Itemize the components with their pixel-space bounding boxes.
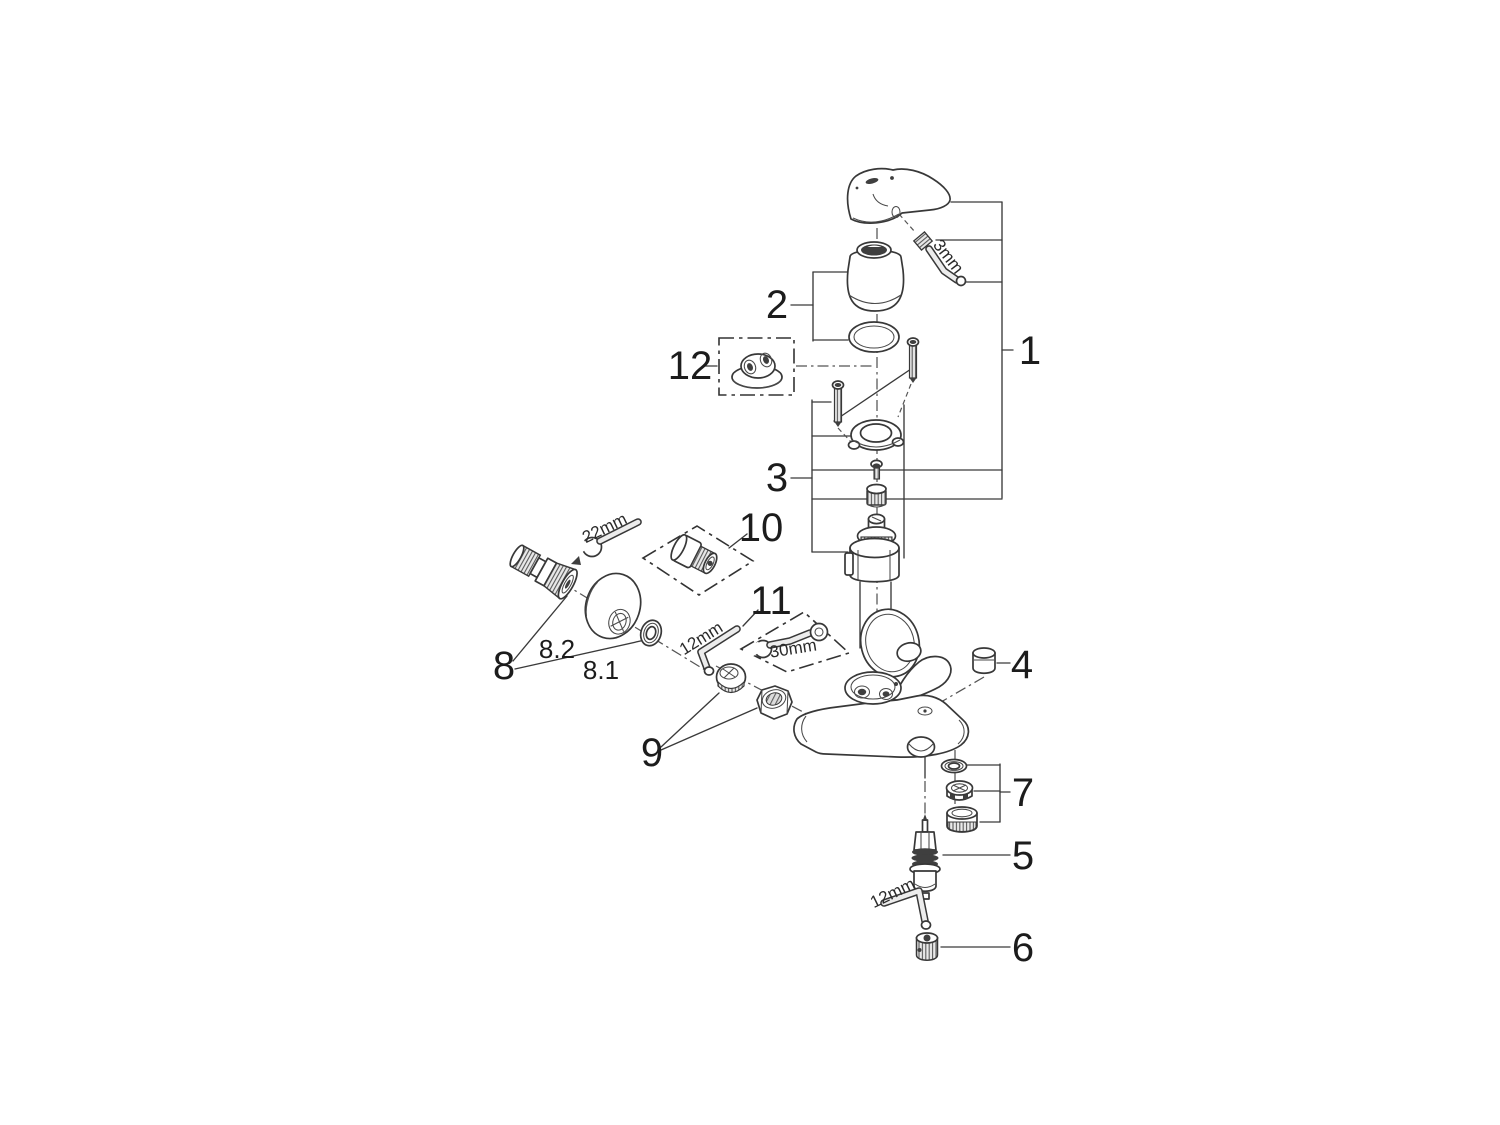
part-7-shell: [946, 806, 978, 833]
callout-8: 8: [493, 644, 515, 688]
tool-labels: 3mm 22mm 12mm 30mm 12mm: [579, 236, 967, 912]
part-9-nut: [756, 685, 793, 720]
mounting-screw-right: [906, 337, 920, 383]
callout-6: 6: [1012, 926, 1034, 970]
part-collar-ring: [847, 419, 905, 451]
part-11-box: [739, 611, 851, 673]
callout-4: 4: [1011, 643, 1033, 687]
callout-2: 2: [766, 283, 788, 327]
callout-8-2: 8.2: [539, 634, 575, 664]
part-9-insert: [715, 663, 747, 694]
part-8-2-escutcheon: [584, 572, 642, 640]
allen-key-12mm-upper: [697, 625, 741, 676]
callout-9: 9: [641, 731, 663, 775]
part-dome-cap: [846, 241, 905, 312]
part-cartridge: [844, 513, 900, 583]
part-7-aerator-insert: [945, 780, 974, 801]
wrench-22mm: [566, 518, 642, 565]
callout-10: 10: [739, 506, 784, 550]
part-5-diverter: [909, 814, 941, 900]
part-12-box: [718, 337, 795, 396]
callout-7: 7: [1012, 771, 1034, 815]
callout-11: 11: [750, 579, 792, 623]
faucet-body: [793, 655, 970, 758]
label-30mm: 30mm: [768, 635, 818, 661]
wall-flange: [859, 608, 922, 678]
part-8-2-union: [509, 544, 578, 600]
callout-12: 12: [668, 344, 713, 388]
callout-3: 3: [766, 456, 788, 500]
part-7-washer: [940, 758, 968, 774]
part-lever-handle: [846, 167, 951, 224]
part-6-plug: [915, 932, 939, 961]
mounting-screw-left: [831, 380, 845, 427]
callout-leader-lines: [512, 201, 1014, 948]
label-12mm-bot: 12mm: [867, 874, 918, 912]
part-small-screw: [870, 459, 883, 480]
callout-1: 1: [1019, 329, 1041, 373]
part-o-ring: [848, 321, 900, 353]
part-4-plug: [972, 647, 996, 675]
part-8-1-washer: [639, 619, 663, 647]
allen-key-3mm: [912, 230, 967, 287]
allen-key-12mm-lower: [880, 887, 932, 930]
part-adapter-nut: [866, 483, 887, 508]
callout-labels: 1 2 3 4 5 6 7 8 9 10 11 12 8.2 8.1: [493, 283, 1041, 970]
callout-5: 5: [1012, 834, 1034, 878]
part-10-box: [641, 525, 755, 596]
callout-8-1: 8.1: [583, 655, 619, 685]
